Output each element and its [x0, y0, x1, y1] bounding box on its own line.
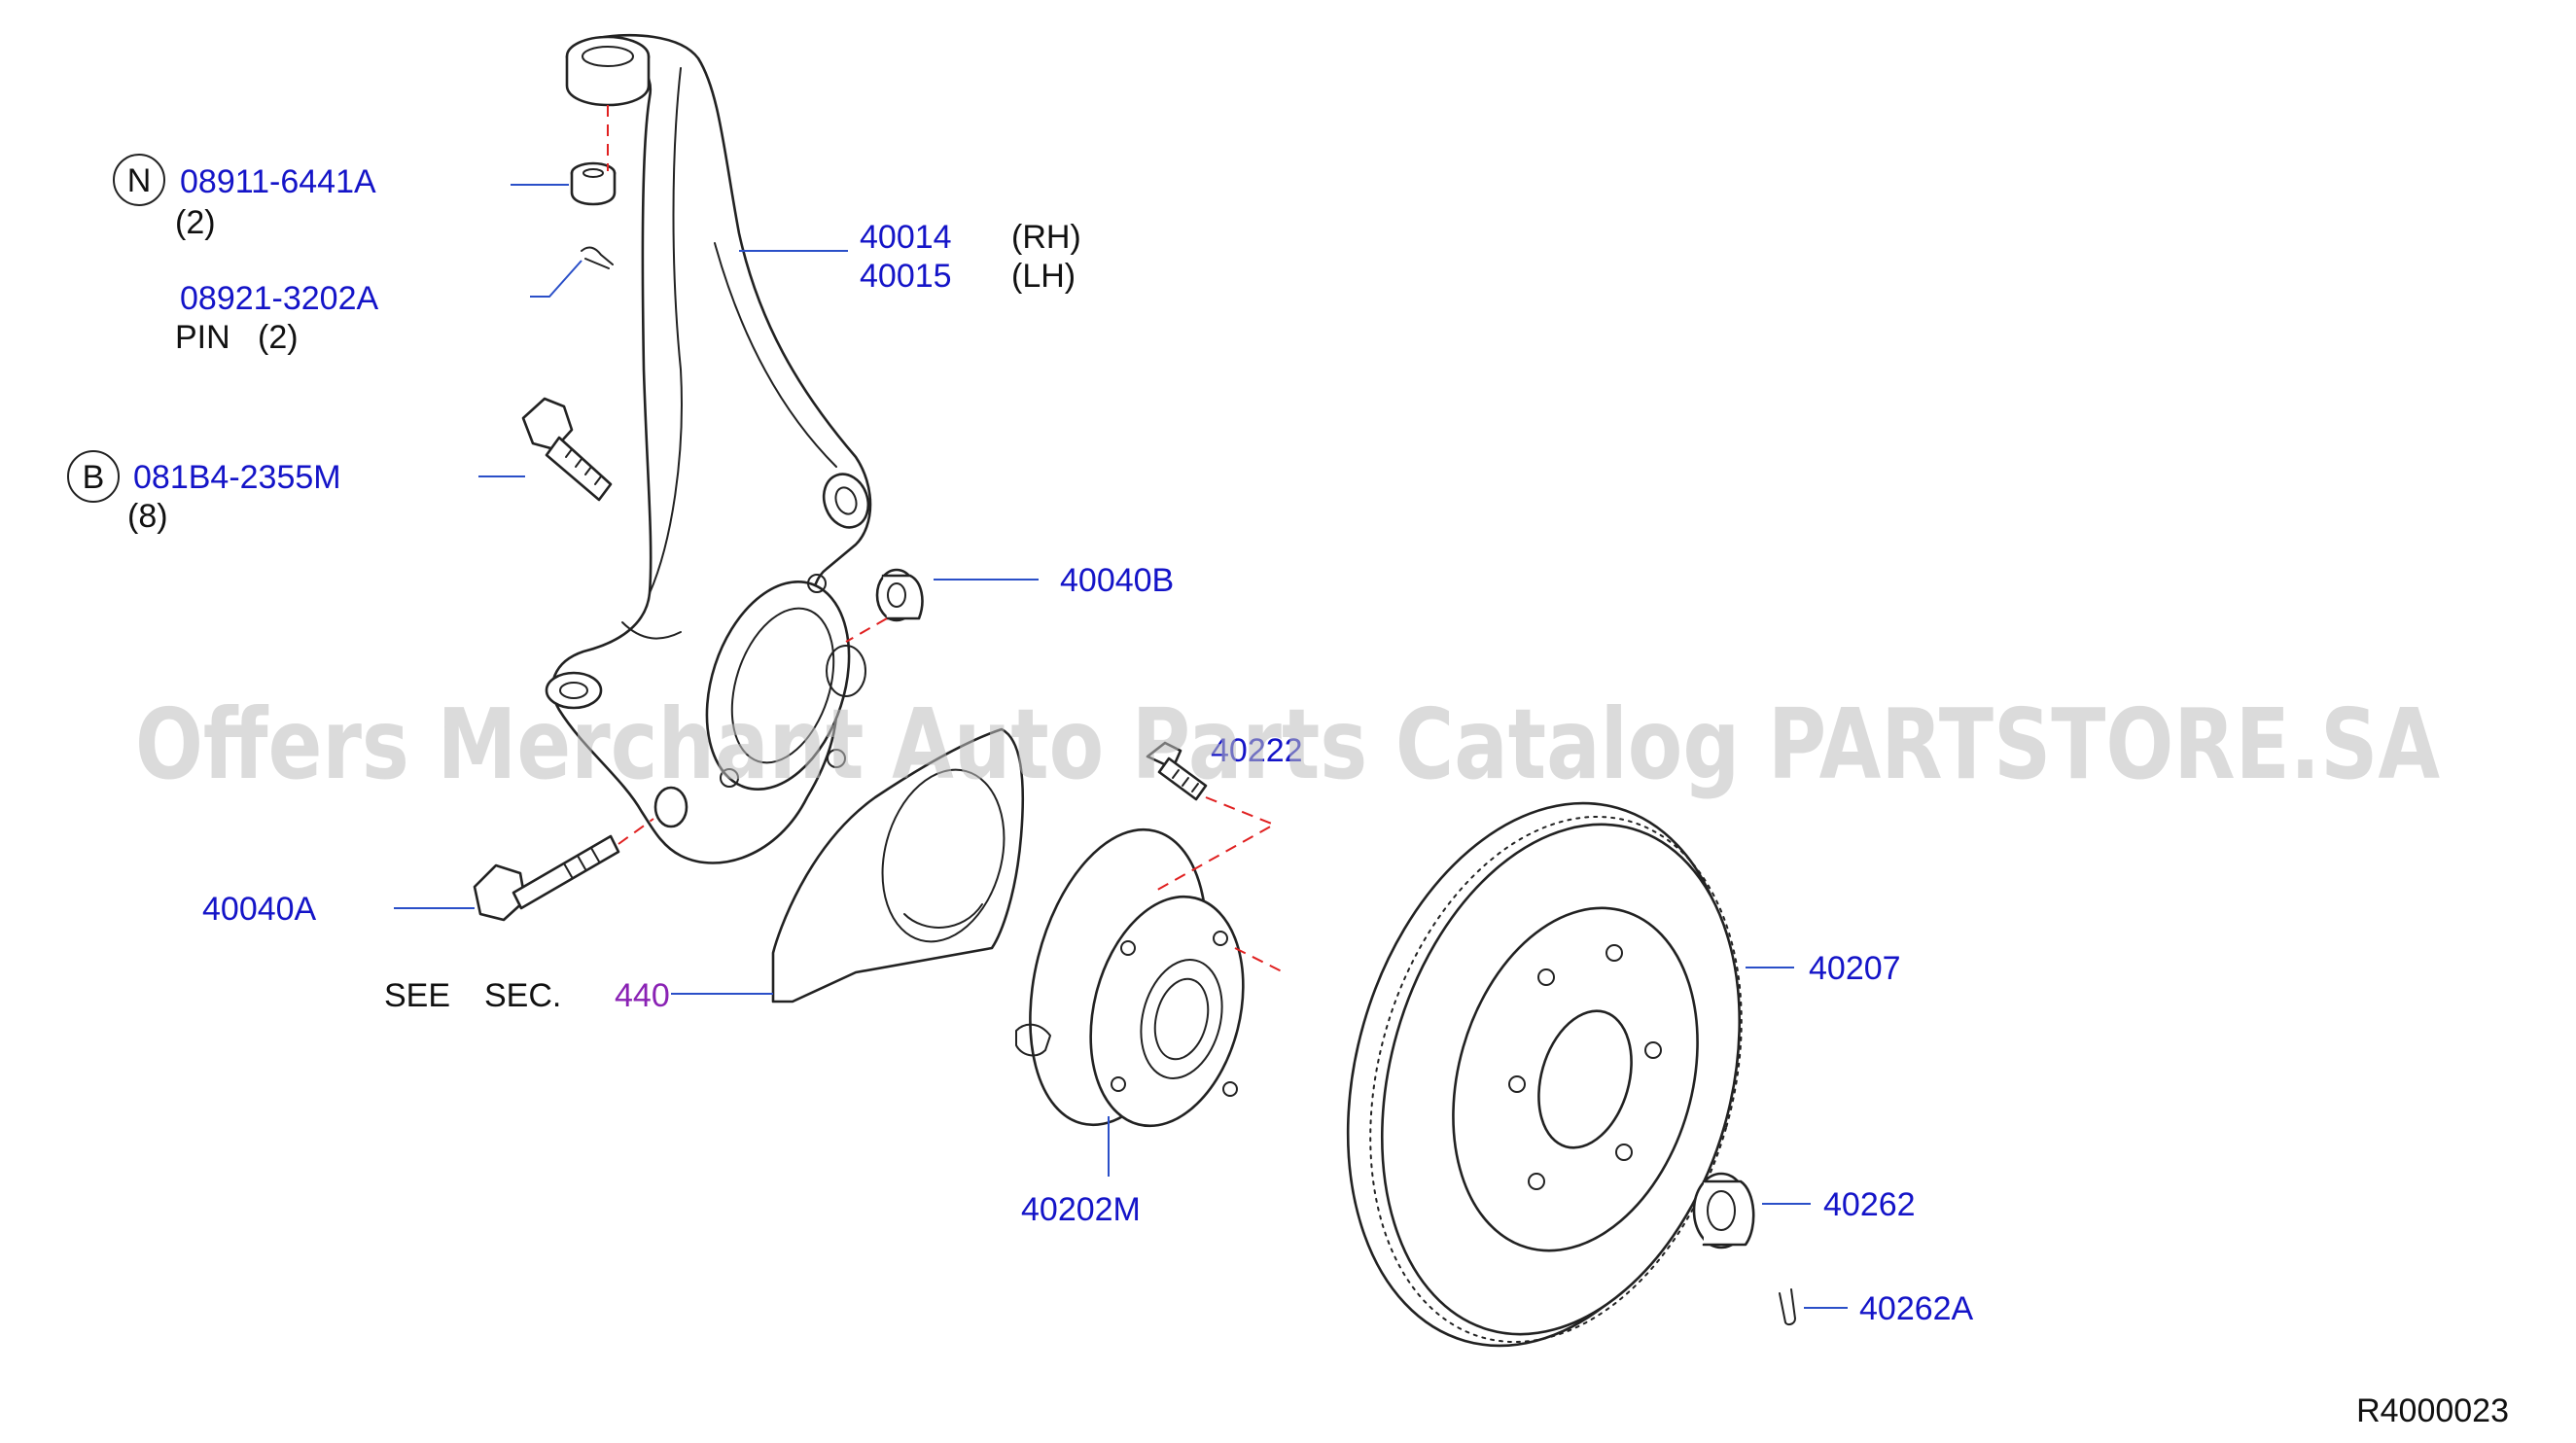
- part-number-40262a[interactable]: 40262A: [1859, 1290, 1974, 1327]
- part-number-08911-6441a[interactable]: 08911-6441A: [180, 163, 376, 200]
- part-number-40262[interactable]: 40262: [1823, 1186, 1916, 1223]
- quantity-pin: (2): [258, 319, 299, 356]
- assembly-guide-lines: [607, 105, 1285, 973]
- part-number-40222[interactable]: 40222: [1211, 732, 1303, 769]
- n-marker-circle: [113, 154, 165, 206]
- quantity-081b4-2355m: (8): [127, 498, 168, 535]
- brake-rotor-drawing: [1346, 801, 1743, 1348]
- hub-stud-drawing: [1146, 741, 1208, 801]
- cap-pin-drawing: [1779, 1288, 1796, 1326]
- grease-cap-drawing: [1692, 1172, 1755, 1249]
- bushing-drawing: [875, 568, 924, 622]
- cotter-pin-drawing: [581, 246, 614, 269]
- part-number-08921-3202a[interactable]: 08921-3202A: [180, 280, 379, 317]
- flange-bolt-drawing: [521, 397, 613, 502]
- b-marker-label: B: [83, 459, 105, 496]
- part-number-081b4-2355m[interactable]: 081B4-2355M: [133, 459, 341, 496]
- part-number-40040a[interactable]: 40040A: [202, 891, 317, 928]
- diagram-code: R4000023: [2356, 1392, 2509, 1429]
- castle-nut-drawing: [570, 161, 617, 206]
- side-lh: (LH): [1011, 258, 1076, 295]
- section-reference-440[interactable]: 440: [615, 977, 670, 1014]
- knuckle-bolt-drawing: [473, 834, 620, 922]
- quantity-08911-6441a: (2): [175, 204, 216, 241]
- hub-bearing-drawing: [1015, 827, 1245, 1128]
- part-number-40040b[interactable]: 40040B: [1060, 562, 1174, 599]
- sec-label: SEC.: [484, 977, 561, 1014]
- b-marker-circle: [67, 450, 120, 503]
- backing-plate-drawing: [771, 727, 1025, 1003]
- watermark-text: Offers Merchant Auto Parts Catalog PARTS…: [135, 687, 2440, 801]
- steering-knuckle-drawing: [545, 33, 872, 864]
- n-marker-label: N: [127, 162, 152, 199]
- pin-name: PIN: [175, 319, 230, 356]
- see-label: SEE: [384, 977, 450, 1014]
- part-number-40207[interactable]: 40207: [1809, 950, 1901, 987]
- part-number-40202m[interactable]: 40202M: [1021, 1191, 1141, 1228]
- leader-lines: [394, 184, 1848, 1309]
- side-rh: (RH): [1011, 219, 1081, 256]
- part-number-40015[interactable]: 40015: [860, 258, 952, 295]
- part-number-40014[interactable]: 40014: [860, 219, 952, 256]
